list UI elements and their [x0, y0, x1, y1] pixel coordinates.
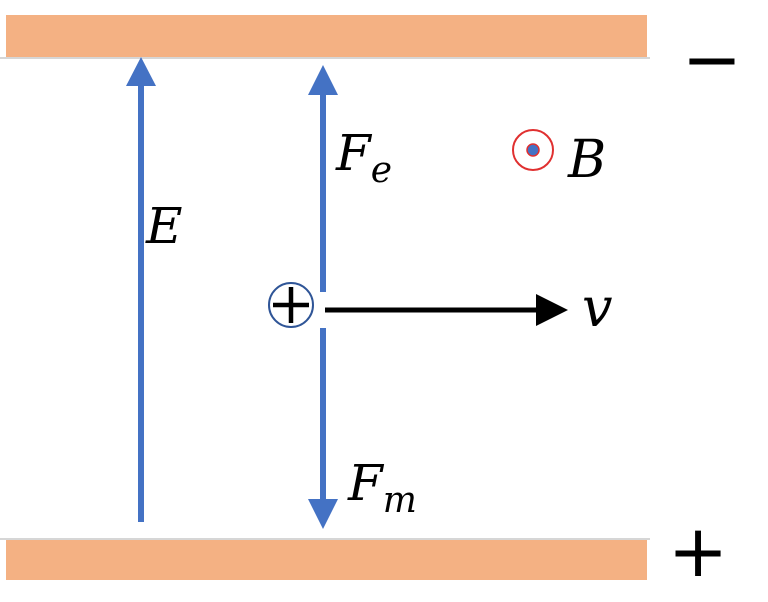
electric-force-subscript: e [371, 150, 392, 191]
velocity-label: v [582, 276, 613, 339]
magnetic-force-subscript: m [383, 480, 417, 521]
electric-field-arrowhead [126, 57, 156, 86]
magnetic-force-arrow [308, 328, 338, 529]
velocity-arrowhead [536, 294, 568, 326]
electric-force-label: Fe [335, 124, 392, 191]
out-of-page-icon [512, 129, 554, 171]
top-plate-fill [6, 15, 647, 57]
magnetic-field-dot [526, 143, 540, 157]
electric-force-arrow [308, 65, 338, 292]
magnetic-force-label: Fm [347, 454, 417, 521]
bottom-plate-sign: + [668, 509, 728, 593]
magnetic-field-label: B [567, 130, 606, 190]
bottom-plate-fill [6, 540, 647, 580]
electric-field-arrow [126, 57, 156, 522]
electric-field-label: E [145, 197, 183, 255]
magnetic-force-symbol: F [347, 454, 385, 512]
electric-force-symbol: F [335, 124, 373, 182]
bottom-plate [0, 538, 650, 580]
positive-charge-icon [268, 282, 314, 328]
top-plate [0, 15, 650, 59]
magnetic-force-arrowhead [308, 499, 338, 529]
electric-force-arrowhead [308, 65, 338, 95]
top-plate-sign: − [682, 17, 742, 101]
velocity-arrow [325, 294, 568, 326]
